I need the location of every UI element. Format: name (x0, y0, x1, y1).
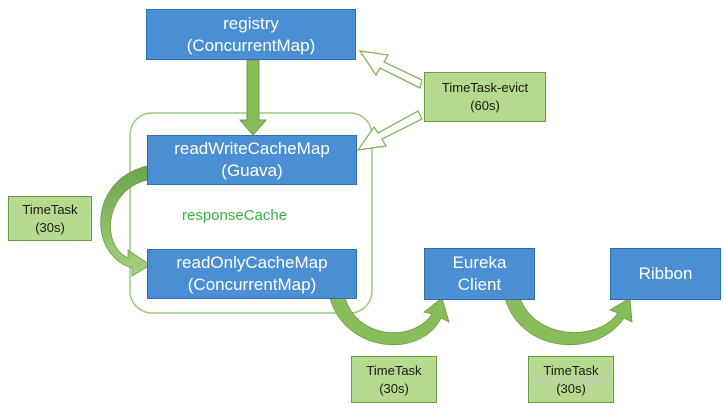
rw-cache-type: (Guava) (221, 161, 283, 180)
timetask-rw-to-ro-label: TimeTask (22, 201, 78, 217)
client-to-ribbon-arrow (504, 297, 633, 346)
timetask-evict-interval: (60s) (470, 98, 500, 113)
eureka-client-line2: Client (457, 275, 502, 294)
eureka-client-node: Eureka Client (424, 248, 535, 300)
rw-to-ro-arrow (100, 165, 151, 277)
timetask-rw-to-ro-box: TimeTask (30s) (8, 196, 92, 241)
ro-cache-type: (ConcurrentMap) (187, 275, 317, 294)
timetask-client-to-ribbon-interval: (30s) (556, 380, 586, 396)
timetask-ro-to-client-box: TimeTask (30s) (351, 356, 437, 403)
timetask-evict-box: TimeTask-evict (60s) (424, 72, 546, 122)
ro-to-client-arrow (329, 297, 450, 346)
registry-title: registry (223, 13, 279, 33)
timetask-ro-to-client-interval: (30s) (379, 380, 409, 396)
registry-to-rw-arrow (238, 59, 268, 136)
ribbon-node: Ribbon (610, 248, 721, 300)
read-only-cache-node: readOnlyCacheMap (ConcurrentMap) (147, 249, 357, 299)
timetask-client-to-ribbon-label: TimeTask (543, 362, 599, 378)
read-write-cache-node: readWriteCacheMap (Guava) (147, 135, 357, 185)
evict-to-registry-arrow (358, 50, 423, 89)
ribbon-title: Ribbon (638, 264, 693, 283)
timetask-rw-to-ro-interval: (30s) (35, 219, 65, 235)
timetask-client-to-ribbon-box: TimeTask (30s) (528, 356, 614, 403)
timetask-ro-to-client-label: TimeTask (366, 362, 422, 378)
ro-cache-title: readOnlyCacheMap (176, 253, 328, 272)
rw-cache-title: readWriteCacheMap (174, 139, 330, 158)
registry-type: (ConcurrentMap) (186, 35, 316, 55)
eureka-client-line1: Eureka (452, 253, 507, 272)
timetask-evict-label: TimeTask-evict (441, 80, 529, 95)
evict-to-rw-arrow (356, 110, 423, 151)
watermark-text: csdn.net/qq (532, 372, 610, 389)
registry-node: registry (ConcurrentMap) (146, 9, 356, 60)
response-cache-label: responseCache (182, 207, 288, 224)
